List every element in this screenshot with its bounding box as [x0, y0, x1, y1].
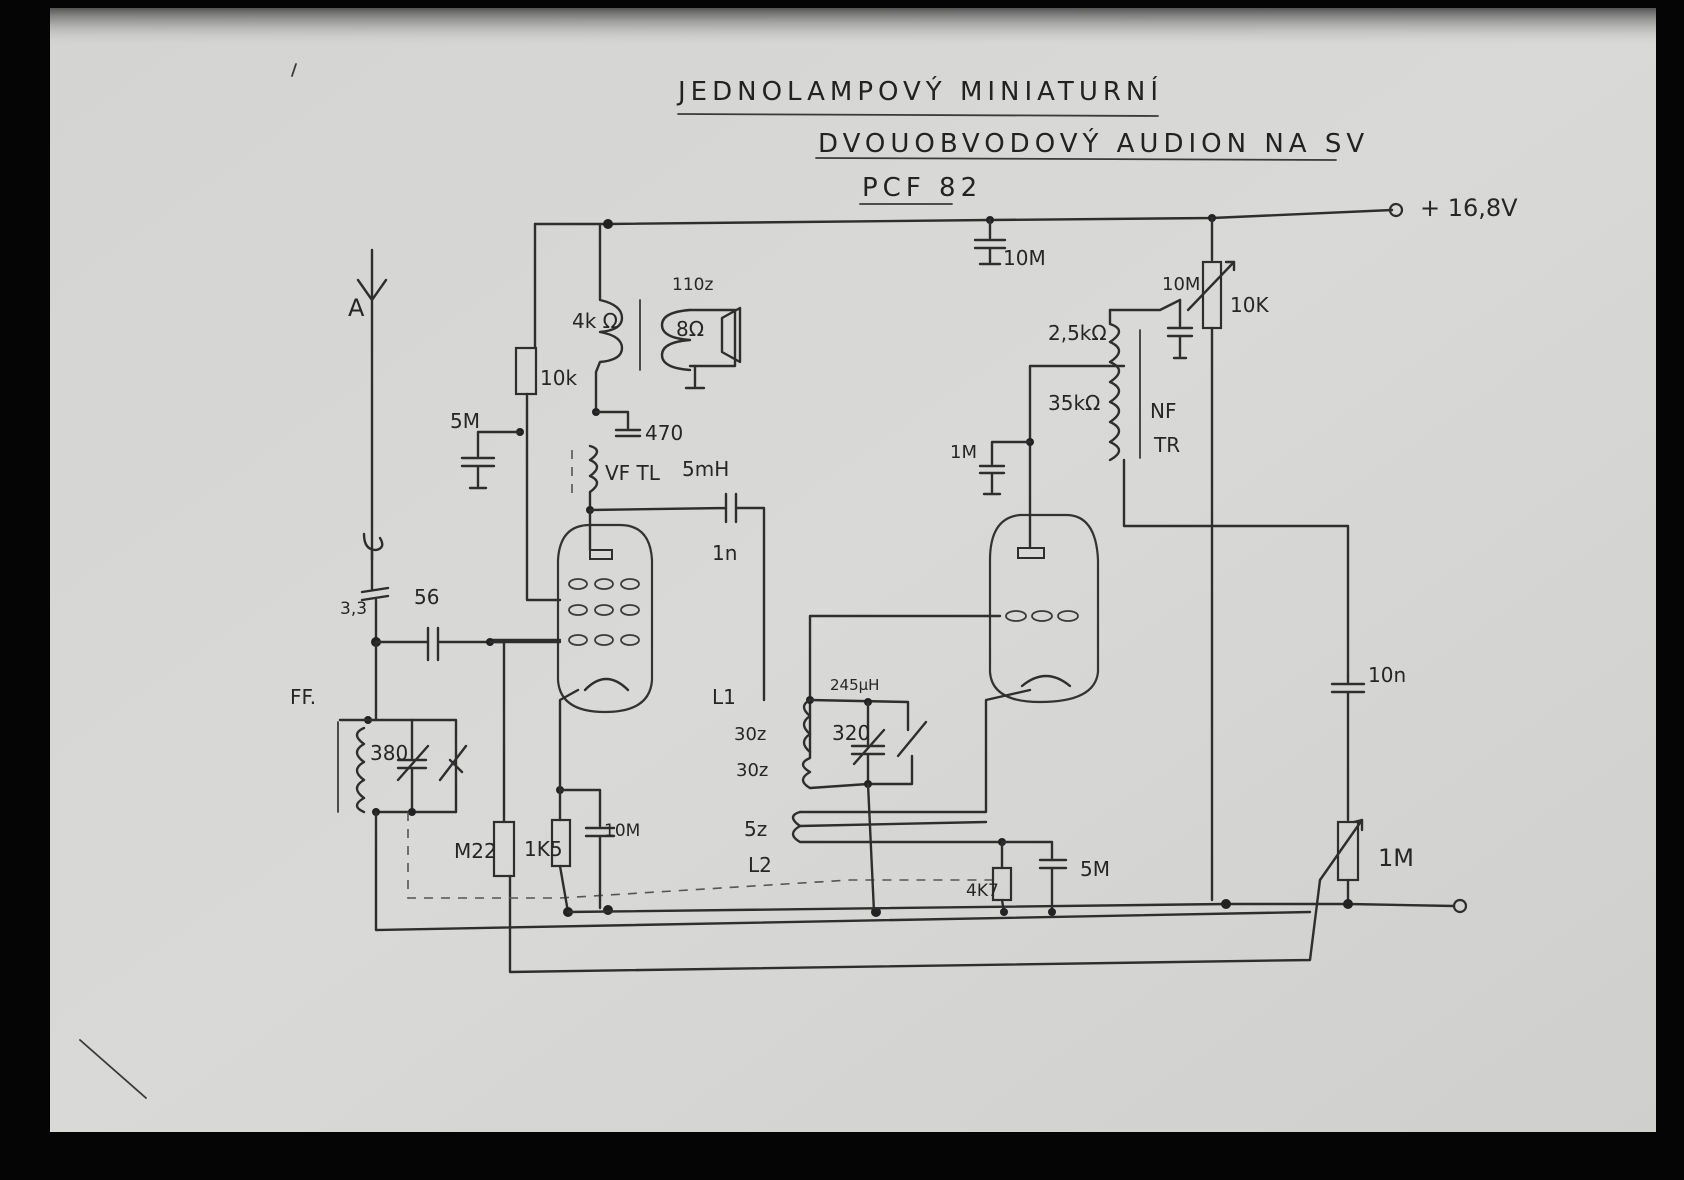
second-cathode: 4K7 5M [966, 838, 1110, 916]
antenna-label: A [348, 294, 365, 322]
cap-33-label: 3,3 [340, 599, 367, 619]
cap-10n-label: 10n [1368, 663, 1406, 687]
pot-1M: 10n 1M [508, 663, 1414, 974]
pot-10k-label: 10K [1230, 293, 1269, 317]
cap-10M-pot-label: 10M [1162, 274, 1200, 295]
cap-10M-cathode-label: 10M [604, 821, 640, 841]
l2-coil: 5z L2 [744, 810, 1004, 877]
l2-turns: 5z [744, 817, 767, 841]
trafo-35k-label: 35kΩ [1048, 391, 1100, 415]
res-4k7-label: 4K7 [966, 881, 999, 901]
rf-choke: 470 VF TL 5mH 1n [571, 408, 766, 702]
tube-type: PCF 82 [862, 173, 982, 203]
turns-110-label: 110z [672, 275, 713, 295]
res-1k5-label: 1K5 [524, 837, 563, 861]
cap-320-label: 320 [832, 721, 870, 745]
choke-vf-label: VF TL [605, 461, 661, 485]
cap-10M-rail-label: 10M [1003, 246, 1046, 270]
supply-label: + 16,8V [1420, 194, 1518, 222]
audio-transformer: 2,5kΩ 35kΩ NF TR 1M [950, 298, 1350, 678]
nf-label: NF [1150, 399, 1176, 423]
pot-1M-label: 1M [1378, 844, 1414, 872]
regen-tank: L1 30z 30z 245μH 320 [712, 676, 928, 917]
l1-turns-a: 30z [734, 724, 766, 745]
output-transformer: 4k Ω 110z 8Ω [572, 222, 742, 414]
paper-top-shadow [50, 8, 1656, 46]
l2-label: L2 [748, 853, 772, 877]
paper-sheet [50, 8, 1656, 1132]
ground-rail [566, 898, 1468, 914]
input-tank: 56 FF. 380 [290, 585, 1312, 932]
res-M22-label: M22 [454, 839, 497, 863]
capacitor-10M-rail: 10M [973, 218, 1046, 270]
title-line-2: DVOUOBVODOVÝ AUDION NA SV [818, 127, 1369, 159]
cap-56-label: 56 [414, 585, 439, 609]
screen-feed: 10k 5M [450, 222, 577, 602]
trafo-25k-label: 2,5kΩ [1048, 321, 1107, 345]
cap-1M-nf-label: 1M [950, 442, 977, 463]
antenna: A 3,3 [340, 248, 390, 644]
speaker-8-label: 8Ω [676, 317, 704, 341]
res-10k-label: 10k [540, 366, 577, 390]
l1-turns-b: 30z [736, 760, 768, 781]
cap-380-label: 380 [370, 741, 408, 765]
l1-inductance: 245μH [830, 676, 879, 694]
l1-label: L1 [712, 685, 736, 709]
tube-triode [798, 440, 1100, 814]
cap-5M-left-label: 5M [450, 409, 480, 433]
tube-pentode [488, 508, 654, 770]
title-line-1: JEDNOLAMPOVÝ MINIATURNÍ [676, 75, 1163, 107]
coil-4k-label: 4k Ω [572, 309, 618, 333]
choke-5mh-label: 5mH [682, 457, 729, 481]
tr-label: TR [1153, 433, 1180, 457]
title-block: JEDNOLAMPOVÝ MINIATURNÍ DVOUOBVODOVÝ AUD… [676, 75, 1369, 205]
cap-470-label: 470 [645, 421, 683, 445]
grid-leak: M22 [454, 640, 516, 878]
pot-10k: 10M 10K [1162, 216, 1269, 902]
ferrite-label: FF. [290, 685, 316, 709]
cap-1n-label: 1n [712, 541, 737, 565]
cathode-bias: 1K5 10M [524, 766, 640, 917]
cap-5M-bottom-label: 5M [1080, 857, 1110, 881]
